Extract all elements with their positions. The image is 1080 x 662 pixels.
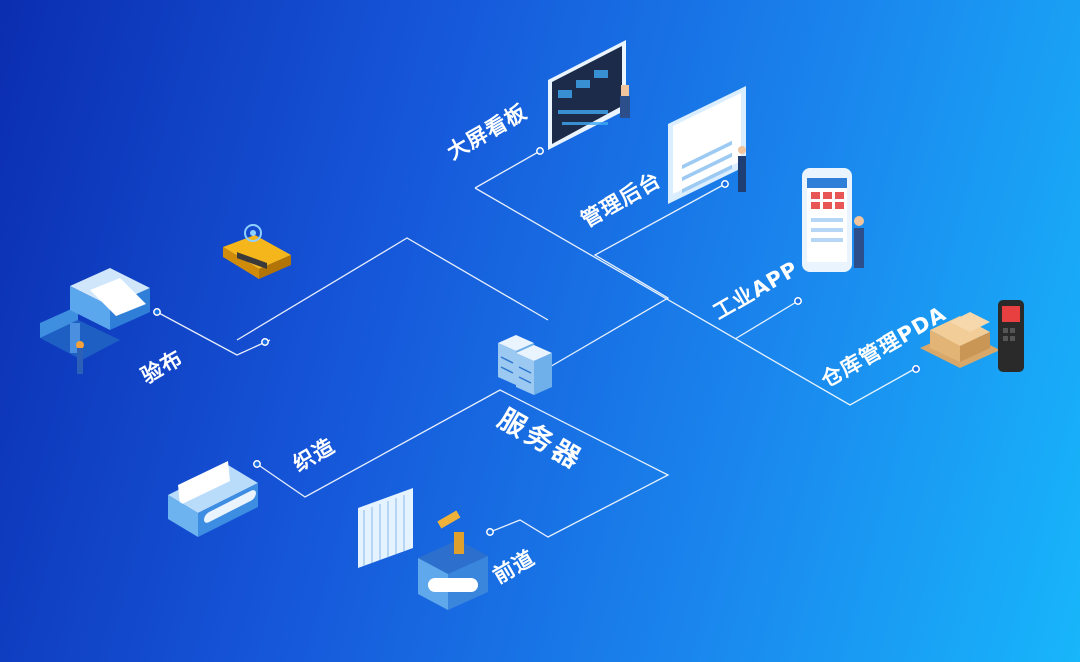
agv-vehicle-icon (223, 224, 291, 279)
link-inspection-hub (236, 237, 549, 341)
industrial-app-phone-icon (802, 168, 864, 272)
weaving-machine-icon (168, 461, 258, 537)
link-industrial-app (734, 300, 799, 340)
dot (153, 308, 161, 316)
dot (794, 297, 802, 305)
link-inspection (156, 311, 271, 356)
dot (486, 528, 494, 536)
dot (253, 460, 261, 468)
dot (912, 365, 920, 373)
inspection-machine-icon (40, 268, 150, 374)
dot (261, 338, 269, 346)
connection-lines (156, 150, 919, 538)
dot (536, 147, 544, 155)
warehouse-pda-icon (920, 300, 1024, 372)
pre-process-machine-icon (358, 488, 488, 610)
link-big-screen (474, 150, 541, 189)
link-hub-right (547, 183, 726, 369)
dot (721, 180, 729, 188)
link-trunk (474, 187, 919, 406)
connection-dots (153, 147, 920, 536)
admin-panel-screen-icon (668, 86, 746, 204)
link-weaving (256, 389, 670, 538)
big-screen-dashboard-icon (548, 40, 630, 150)
server-stack-icon (498, 335, 552, 395)
